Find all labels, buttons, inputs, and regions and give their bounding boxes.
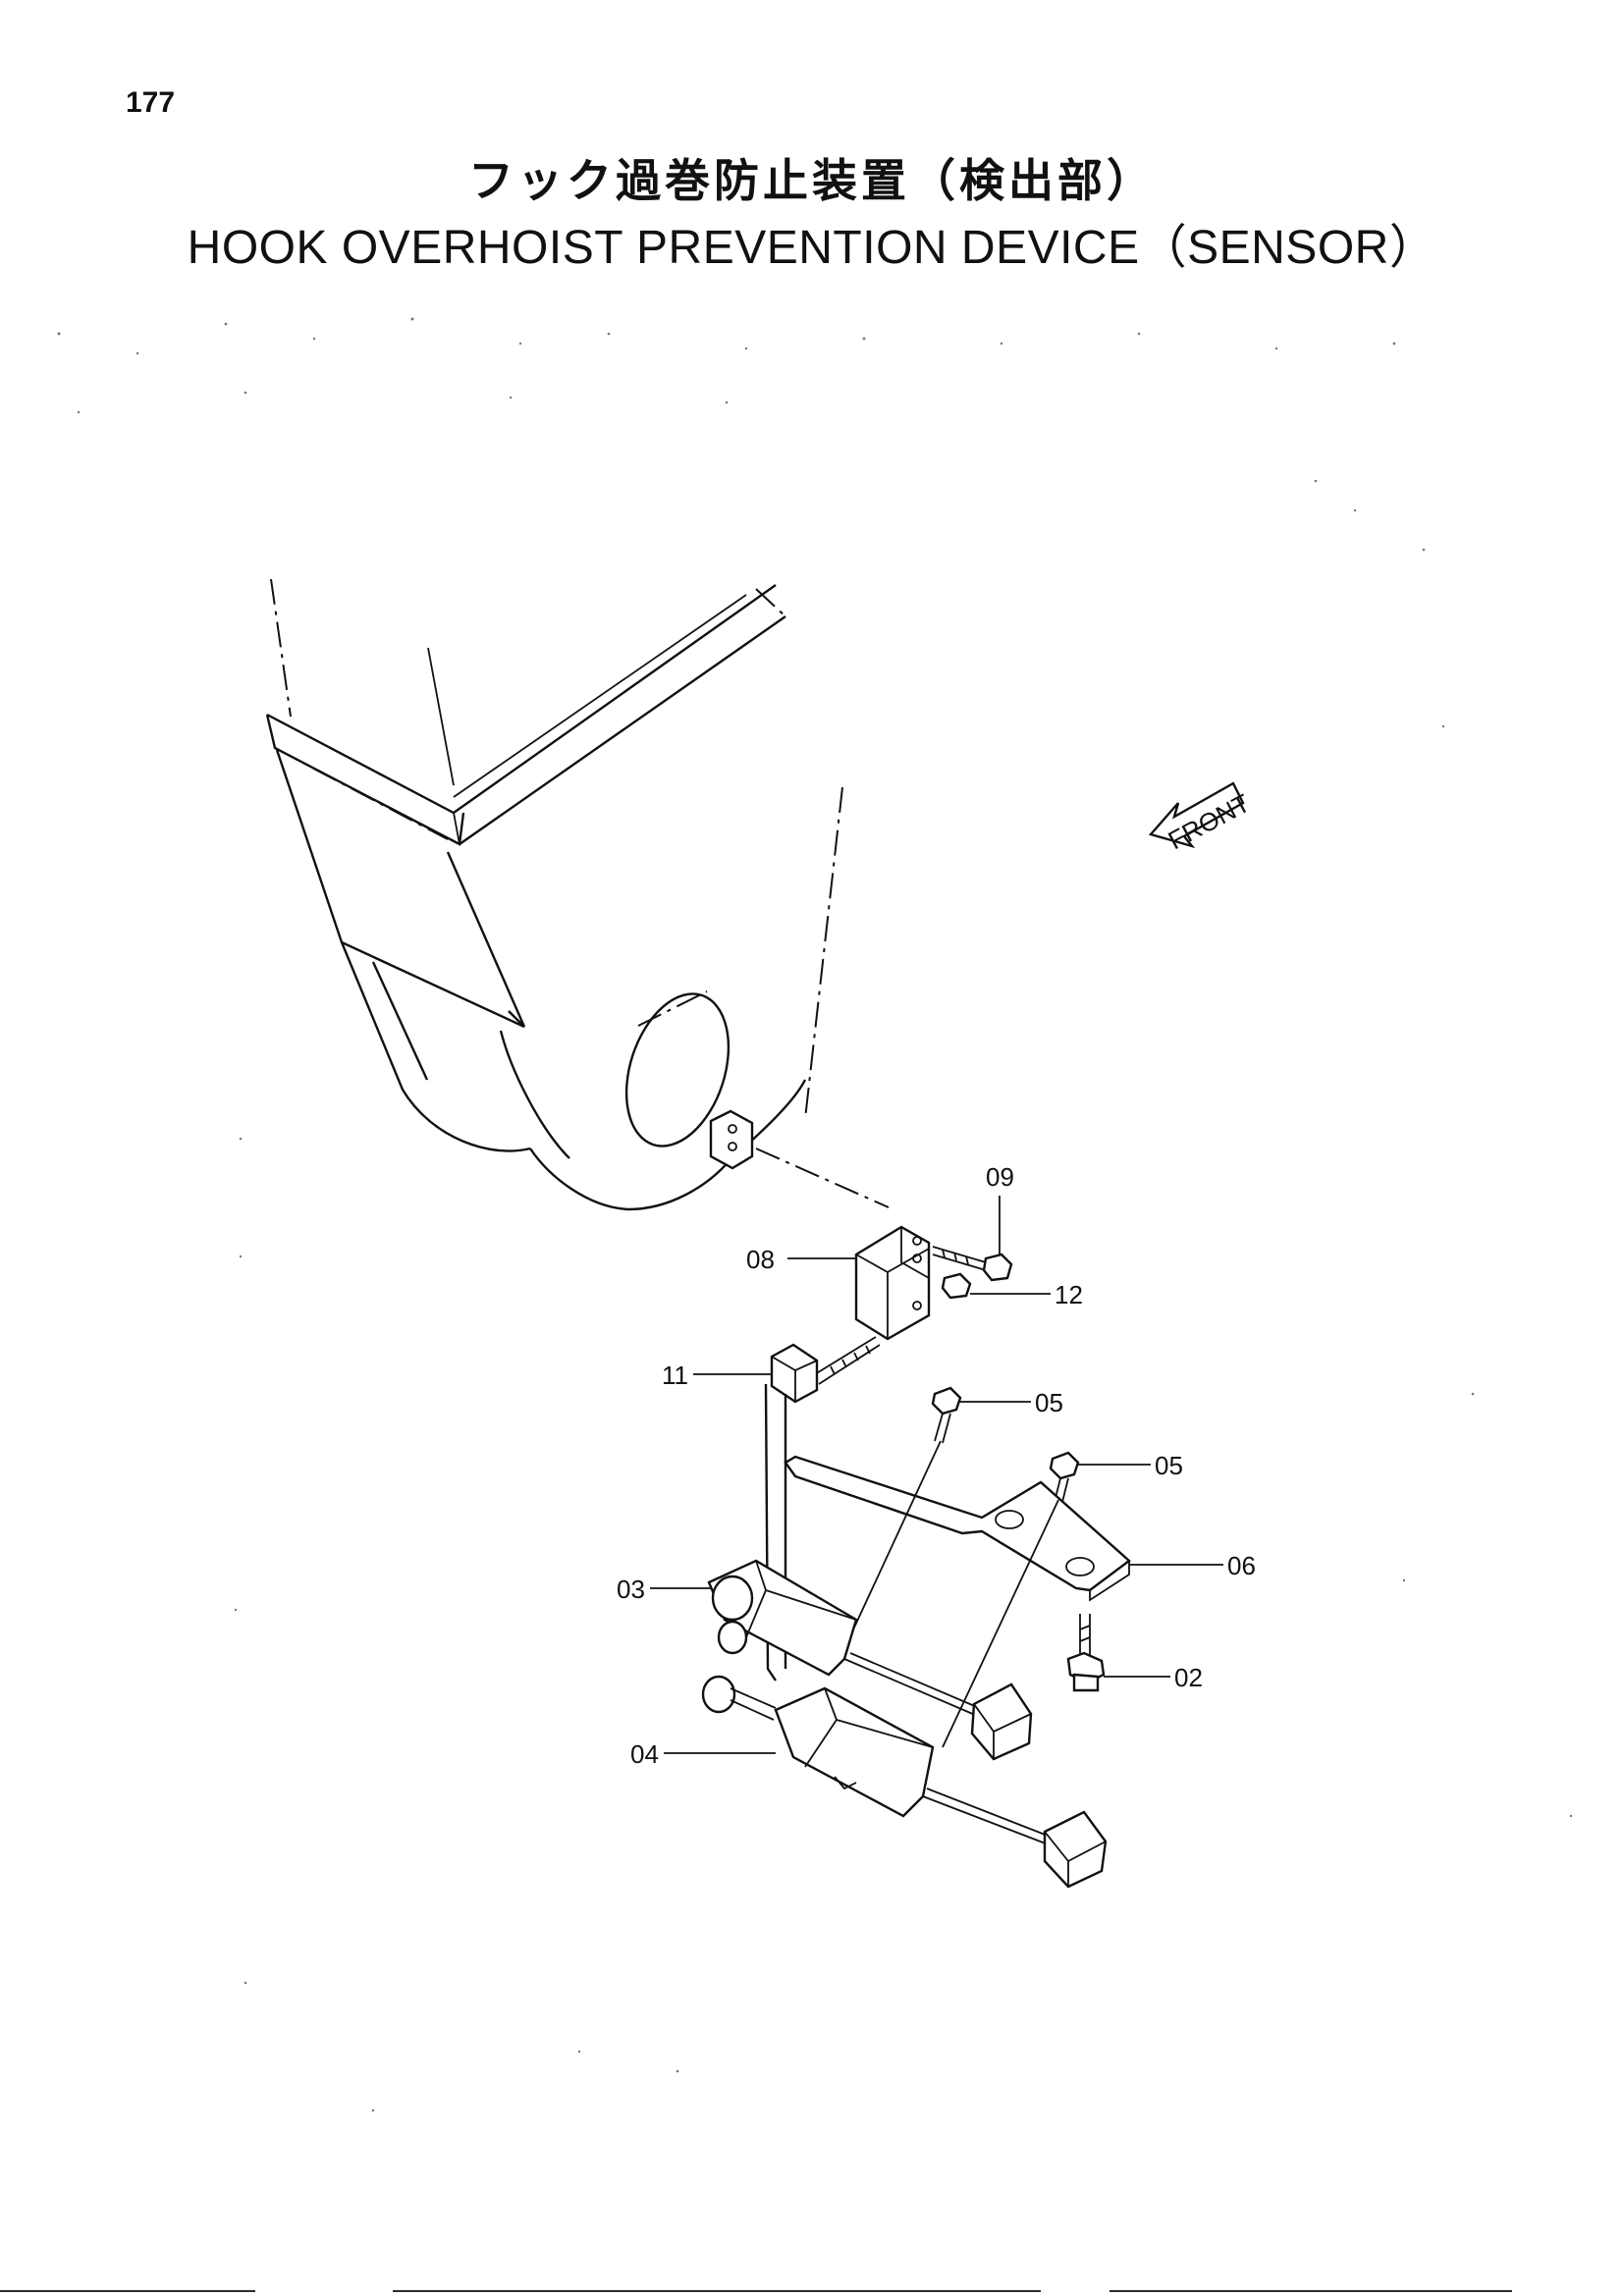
callout-09: 09	[986, 1162, 1014, 1192]
limit-switch-03	[707, 1559, 1033, 1761]
striker-rod-11	[764, 1336, 881, 1682]
callout-02: 02	[1174, 1663, 1203, 1692]
page-number: 177	[126, 86, 176, 119]
callout-03: 03	[617, 1575, 645, 1604]
callout-labels: 09 08 12 11 05 05 06 02 03 04	[617, 1162, 1256, 1769]
bracket-08	[854, 1225, 931, 1341]
bolt-05-b	[1049, 1451, 1080, 1480]
callout-08: 08	[746, 1245, 775, 1274]
limit-switch-04	[701, 1675, 1108, 1889]
callout-06: 06	[1227, 1551, 1256, 1580]
bolt-02	[1066, 1614, 1106, 1692]
callout-04: 04	[630, 1739, 659, 1769]
nut-12	[941, 1272, 972, 1300]
boom-foot-structure	[265, 578, 843, 1211]
callout-05-lower: 05	[1155, 1451, 1183, 1480]
scan-noise	[57, 317, 1573, 2112]
callout-11: 11	[662, 1361, 688, 1390]
callout-12: 12	[1055, 1280, 1083, 1309]
bolt-09	[932, 1246, 1013, 1282]
callout-05-upper: 05	[1035, 1388, 1063, 1417]
title-japanese: フック過巻防止装置（検出部）	[468, 154, 1156, 207]
front-direction-arrow: FRONT	[1148, 781, 1255, 855]
mounting-plate-06	[784, 1455, 1131, 1602]
leader-lines	[650, 1196, 1223, 1754]
title-english: HOOK OVERHOIST PREVENTION DEVICE（SENSOR）	[187, 222, 1437, 274]
bolt-05-a	[931, 1386, 962, 1415]
